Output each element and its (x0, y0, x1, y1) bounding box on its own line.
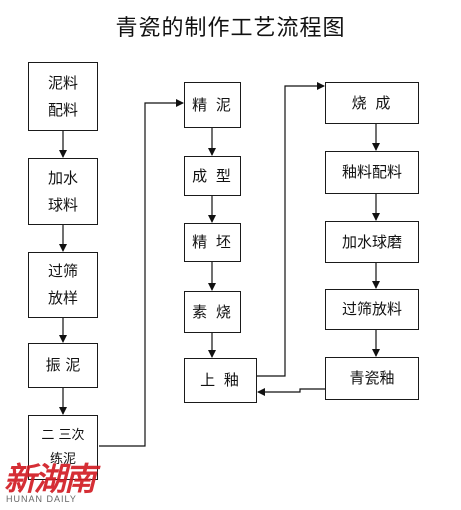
step-fine-green-body: 精 坯 (184, 223, 241, 262)
step-celadon-glaze: 青瓷釉 (325, 357, 419, 400)
step-fine-mud: 精 泥 (184, 82, 241, 128)
watermark-logo: 新湖南 (4, 460, 96, 498)
step-apply-glaze: 上 釉 (184, 358, 257, 403)
step-glaze-batching: 釉料配料 (325, 151, 419, 194)
page-title: 青瓷的制作工艺流程图 (115, 16, 346, 41)
step-add-water-ball-grind: 加水球磨 (325, 221, 419, 263)
step-add-water-ball-mill: 加水 球料 (28, 158, 98, 225)
step-sieve-discharge-glaze: 过筛放料 (325, 289, 419, 330)
step-bisque-firing: 素 烧 (184, 291, 241, 333)
step-forming: 成 型 (184, 156, 241, 196)
arrow-c1-to-c2 (99, 99, 184, 447)
step-sieve-discharge: 过筛 放样 (28, 252, 98, 318)
step-vibrate-mud: 振 泥 (28, 343, 98, 388)
step-mud-batching: 泥料 配料 (28, 62, 98, 131)
arrow-c3-to-c2 (257, 388, 325, 396)
step-firing: 烧 成 (325, 82, 419, 124)
arrow-c2-to-c3 (241, 82, 325, 377)
watermark-subtext: HUNAN DAILY (6, 494, 77, 504)
step-second-third-kneading: 二 三次 练泥 (28, 415, 98, 480)
